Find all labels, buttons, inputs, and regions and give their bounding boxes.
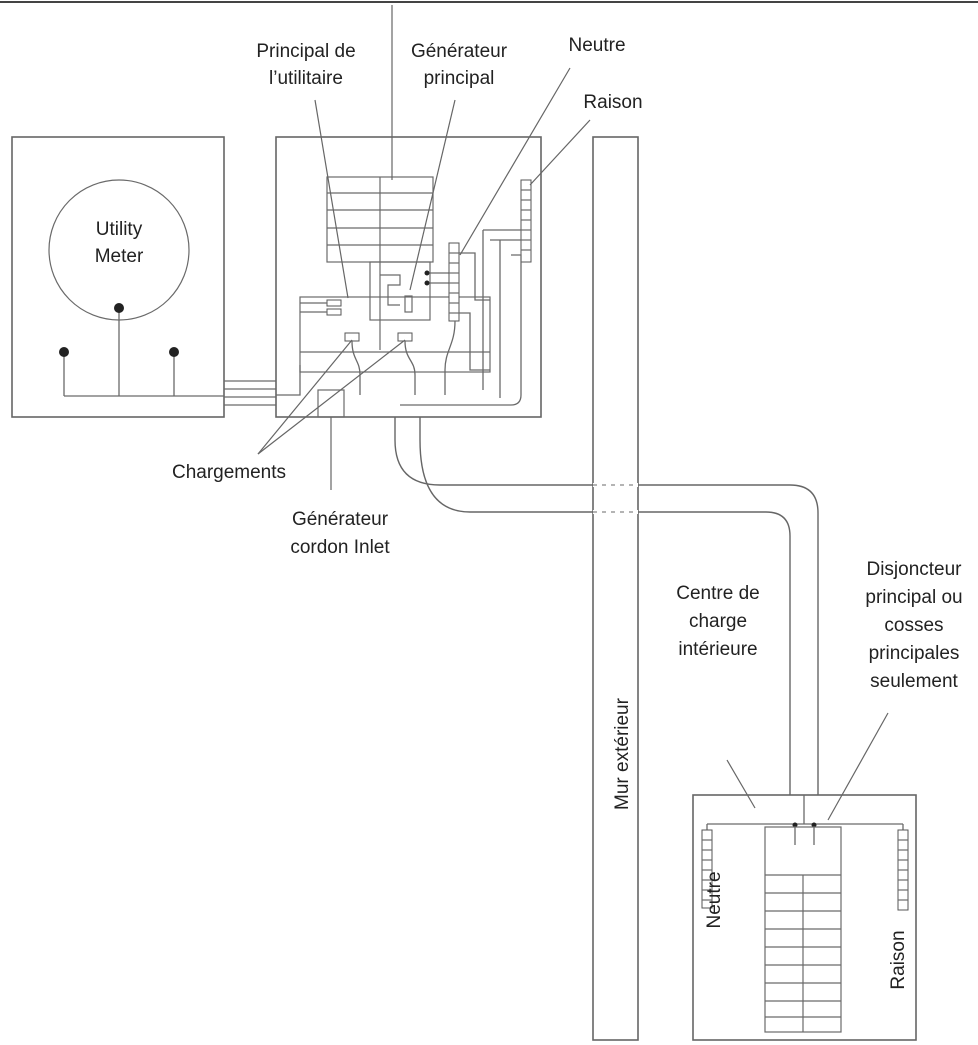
leader-lines — [257, 5, 889, 821]
generator-inlet-label-2: cordon Inlet — [290, 537, 390, 558]
load-center-label-2: charge — [689, 611, 747, 632]
utility-main-label-2: l’utilitaire — [269, 68, 343, 89]
utility-main-breaker — [300, 299, 342, 316]
main-breaker-label-4: principales — [869, 643, 960, 664]
generator-inlet-label-1: Générateur — [292, 509, 389, 530]
generator-main-label-1: Générateur — [411, 41, 508, 62]
load-center-neutral-bar — [701, 829, 713, 909]
panel-neutral-bar — [448, 242, 460, 322]
loads-label: Chargements — [172, 462, 286, 483]
utility-meter-label-1: Utility — [96, 219, 143, 240]
panel-ground-bar — [520, 179, 532, 263]
exterior-wall-label: Mur extérieur — [612, 697, 633, 810]
load-center-ground-bar — [897, 829, 909, 911]
ground-top-label: Raison — [583, 92, 642, 113]
transfer-panel-enclosure — [275, 136, 542, 418]
meter-to-panel-conduit — [224, 380, 276, 406]
interlock-plate — [369, 261, 455, 321]
meter-left-terminal — [59, 347, 69, 357]
load-breaker-2 — [397, 332, 413, 342]
neutral-bottom-label: Neutre — [704, 871, 725, 928]
breaker-grid — [326, 176, 434, 350]
panel-internal-wiring — [276, 229, 522, 406]
load-center-label-1: Centre de — [676, 583, 759, 604]
load-center-box — [692, 794, 917, 1041]
neutral-top-label: Neutre — [568, 35, 625, 56]
load-center-breaker-stack — [764, 826, 842, 1033]
leader-ground-top — [529, 119, 591, 186]
meter-right-terminal — [169, 347, 179, 357]
leader-neutral-top — [459, 67, 571, 256]
main-breaker-label-3: cosses — [884, 615, 943, 636]
utility-main-label-1: Principal de — [256, 41, 355, 62]
transfer-panel-box — [275, 136, 542, 418]
leader-utility-main — [314, 99, 349, 299]
leader-loads-1 — [257, 339, 353, 455]
main-breaker-label-1: Disjoncteur — [866, 559, 962, 580]
meter-center-terminal — [114, 303, 124, 313]
utility-meter-label-2: Meter — [95, 246, 144, 267]
inner-subpanel — [299, 296, 491, 373]
main-breaker-label-2: principal ou — [865, 587, 962, 608]
leader-loads-2 — [257, 339, 406, 455]
meter-box — [11, 136, 225, 418]
generator-main-label-2: principal — [424, 68, 495, 89]
leader-generator-main — [409, 99, 456, 291]
interior-load-center — [692, 794, 917, 1041]
leader-main-breaker — [827, 712, 889, 821]
main-breaker-label-5: seulement — [870, 671, 958, 692]
utility-meter-enclosure — [11, 136, 225, 418]
ground-bottom-label: Raison — [888, 930, 909, 989]
exterior-wall — [592, 136, 639, 1041]
conduit-to-load-center — [394, 417, 819, 795]
leader-load-center — [726, 759, 756, 809]
load-center-label-3: intérieure — [678, 639, 757, 660]
load-breaker-1 — [344, 332, 360, 342]
